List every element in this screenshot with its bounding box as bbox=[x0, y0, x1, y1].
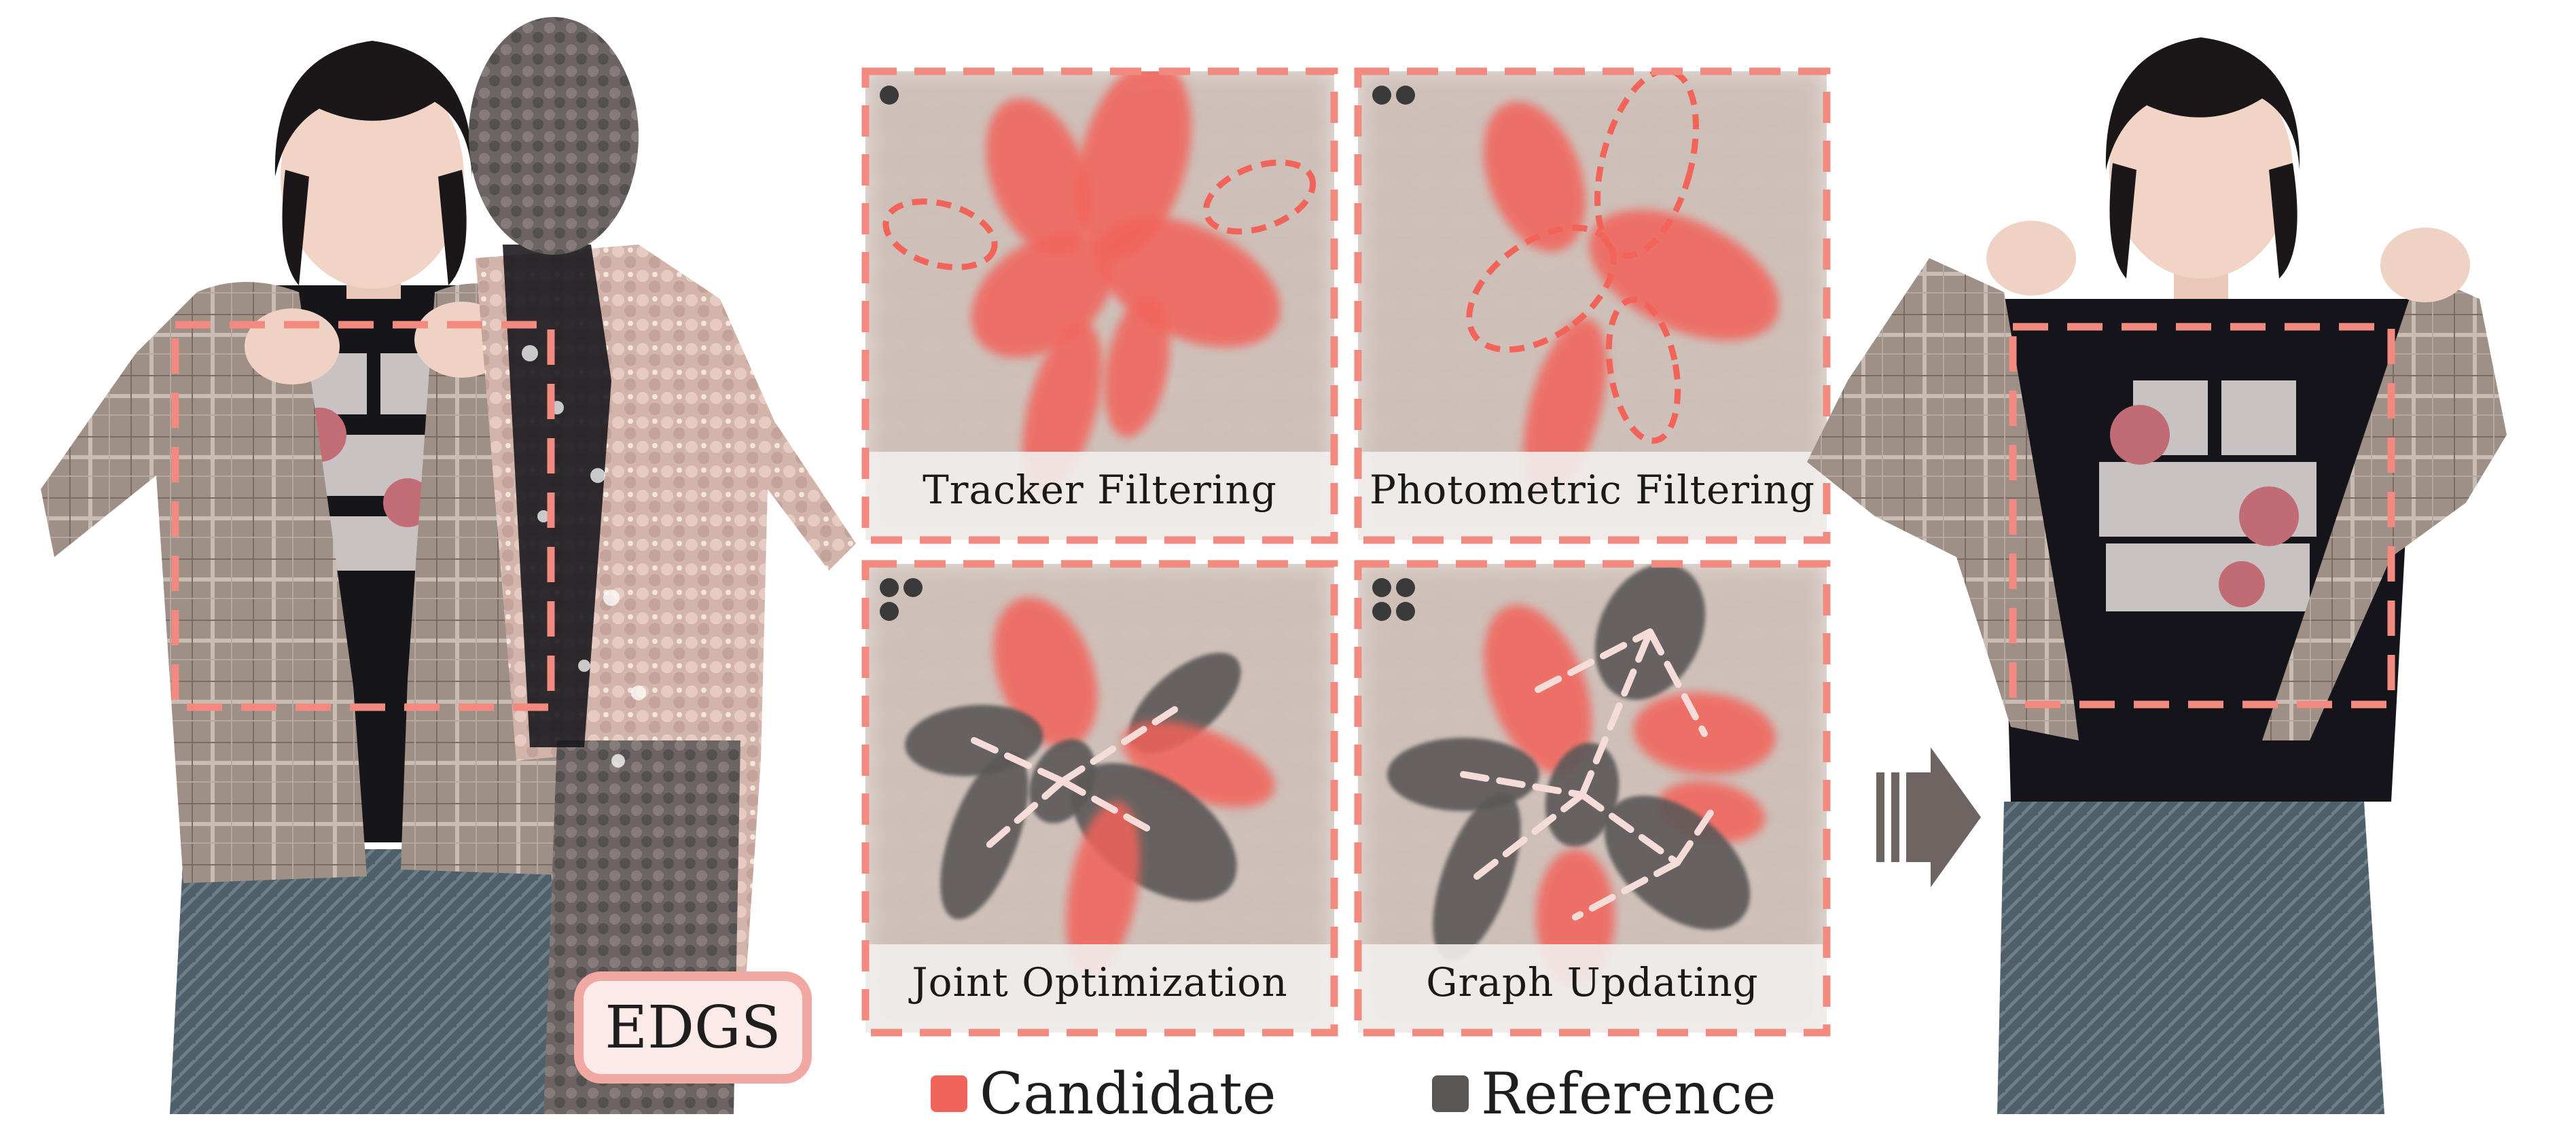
graph-edge bbox=[971, 737, 1066, 785]
candidate-gaussian bbox=[1483, 101, 1586, 252]
candidate-gaussian bbox=[1594, 71, 1699, 259]
panel-4 bbox=[1354, 560, 1831, 1037]
panel-label-bar bbox=[1358, 944, 1827, 1033]
reference-gaussian bbox=[940, 751, 1028, 920]
candidate-gaussian bbox=[1066, 801, 1141, 979]
arrow-icon bbox=[1876, 747, 1981, 887]
step-dot bbox=[1372, 602, 1391, 621]
panel-2 bbox=[1354, 67, 1831, 544]
panel-3-label: Joint Optimization bbox=[912, 959, 1288, 1005]
graph-edge bbox=[1579, 628, 1653, 798]
graph-edge bbox=[1460, 771, 1586, 798]
legend-candidate: Candidate bbox=[931, 1060, 1276, 1127]
candidate-gaussian bbox=[1588, 209, 1780, 341]
step-dot bbox=[880, 86, 899, 105]
legend-reference: Reference bbox=[1432, 1060, 1776, 1127]
panel-3 bbox=[861, 560, 1338, 1037]
candidate-gaussian bbox=[1605, 296, 1681, 444]
step-dot bbox=[880, 578, 899, 597]
panel-1-label: Tracker Filtering bbox=[923, 467, 1277, 513]
point-cloud-reconstruction bbox=[469, 17, 856, 1114]
graph-edge bbox=[1473, 791, 1586, 880]
candidate-gaussian bbox=[1105, 296, 1170, 437]
legend-candidate-swatch bbox=[931, 1075, 967, 1112]
graph-edge bbox=[1572, 859, 1681, 920]
panel-1 bbox=[861, 67, 1338, 544]
step-dot bbox=[1372, 86, 1391, 105]
candidate-gaussian bbox=[1022, 321, 1103, 494]
legend-reference-swatch bbox=[1432, 1075, 1469, 1112]
step-dot bbox=[1396, 602, 1415, 621]
panel-border bbox=[861, 67, 1338, 544]
panel-label-bar bbox=[1358, 452, 1827, 540]
graph-edge bbox=[1059, 700, 1188, 785]
panel-border bbox=[1354, 560, 1831, 1037]
edgs-badge: EDGS bbox=[574, 971, 812, 1084]
panel-label-bar bbox=[865, 452, 1334, 540]
panel-grid bbox=[861, 67, 1831, 1037]
step-dot bbox=[1396, 86, 1415, 105]
graph-edge bbox=[981, 778, 1066, 853]
step-dot bbox=[904, 578, 923, 597]
graph-edge bbox=[1647, 628, 1708, 737]
candidate-gaussian bbox=[986, 98, 1092, 255]
graph-edge bbox=[1535, 628, 1653, 693]
legend-candidate-label: Candidate bbox=[980, 1060, 1276, 1127]
step-dot bbox=[1396, 578, 1415, 597]
right-person-image bbox=[1807, 37, 2507, 1114]
panel-border bbox=[1354, 67, 1831, 544]
candidate-gaussian bbox=[1122, 721, 1275, 808]
candidate-gaussian bbox=[1076, 71, 1192, 260]
panel-border bbox=[861, 560, 1338, 1037]
legend-reference-label: Reference bbox=[1481, 1060, 1776, 1127]
graph-edge bbox=[1579, 791, 1681, 866]
left-region-box bbox=[171, 321, 555, 711]
right-region-box bbox=[2009, 323, 2395, 709]
panel-label-bar bbox=[865, 944, 1334, 1033]
graph-edge bbox=[1674, 808, 1715, 866]
graph-edge bbox=[1059, 778, 1158, 836]
panel-2-label: Photometric Filtering bbox=[1369, 467, 1816, 513]
candidate-gaussian bbox=[1202, 159, 1317, 235]
step-dot bbox=[1372, 578, 1391, 597]
panel-4-label: Graph Updating bbox=[1426, 959, 1759, 1005]
candidate-gaussian bbox=[882, 198, 998, 270]
candidate-gaussian bbox=[993, 597, 1098, 748]
step-dot bbox=[880, 602, 899, 621]
